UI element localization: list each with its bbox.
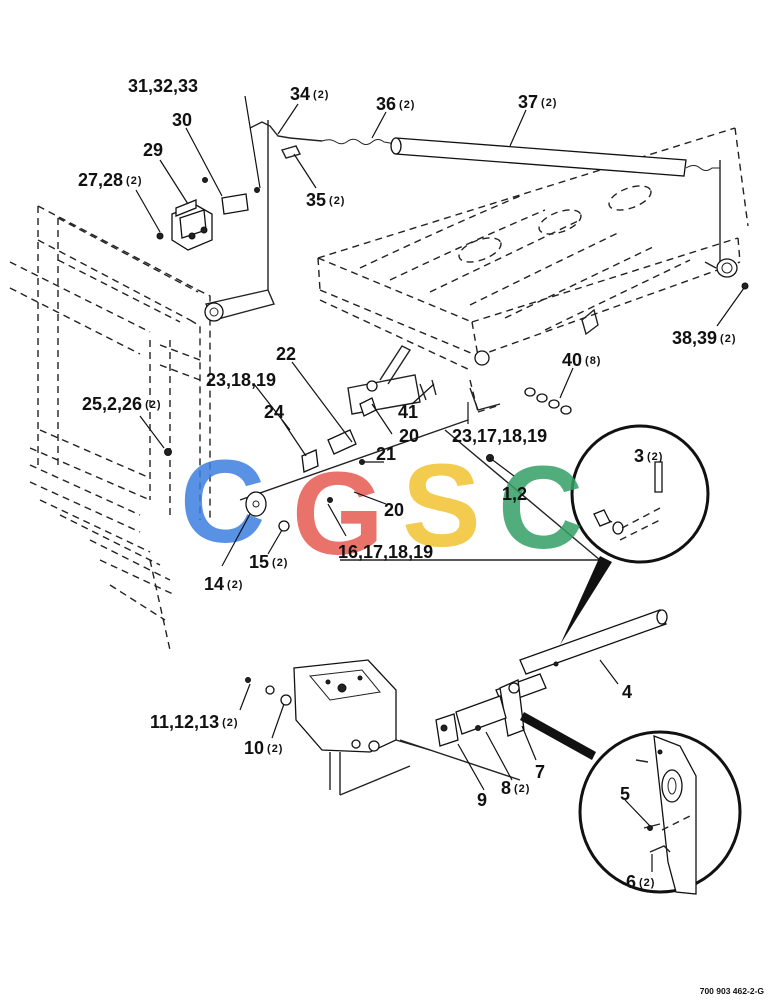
callout-item-numbers: 9 (477, 790, 487, 810)
callout-item-numbers: 15 (249, 552, 269, 572)
callout-quantity: (2) (227, 579, 243, 591)
callout-c12: 1,2 (502, 484, 527, 504)
callout-c22: 22 (276, 344, 296, 364)
callout-quantity: (2) (272, 557, 288, 569)
callout-quantity: (8) (585, 355, 601, 367)
callout-c7: 7 (535, 762, 545, 782)
callout-c34: 34(2) (290, 84, 329, 104)
leader-lines (135, 95, 745, 872)
callout-item-numbers: 23,18,19 (206, 370, 276, 390)
shaft-assembly (399, 609, 668, 781)
callout-quantity: (2) (639, 877, 655, 889)
callout-c9: 9 (477, 790, 487, 810)
callout-quantity: (2) (399, 99, 415, 111)
callout-item-numbers: 40 (562, 350, 582, 370)
callout-c11: 11,12,13(2) (150, 712, 239, 732)
watermark-letter-c2: C (498, 442, 583, 574)
watermark-letter-s: S (402, 440, 481, 572)
watermark-letter-g: G (292, 448, 384, 580)
callout-item-numbers: 37 (518, 92, 538, 112)
callout-item-numbers: 41 (398, 402, 418, 422)
callout-item-numbers: 27,28 (78, 170, 123, 190)
center-hardware (164, 345, 601, 561)
callout-item-numbers: 6 (626, 872, 636, 892)
callout-c30: 30 (172, 110, 192, 130)
callout-c10: 10(2) (244, 738, 283, 758)
callout-c15: 15(2) (249, 552, 288, 572)
callout-quantity: (2) (541, 97, 557, 109)
left-frame (9, 120, 275, 651)
callout-item-numbers: 38,39 (672, 328, 717, 348)
callout-c14: 14(2) (204, 574, 243, 594)
callout-c8: 8(2) (501, 778, 530, 798)
callout-c36: 36(2) (376, 94, 415, 114)
callout-c21: 21 (376, 444, 396, 464)
callout-c5: 5 (620, 784, 630, 804)
callout-item-numbers: 1,2 (502, 484, 527, 504)
callout-c31: 31,32,33 (128, 76, 198, 96)
callout-item-numbers: 21 (376, 444, 396, 464)
callout-c16: 16,17,18,19 (338, 542, 433, 562)
callout-c29: 29 (143, 140, 163, 160)
callout-quantity: (2) (514, 783, 530, 795)
callout-item-numbers: 25,2,26 (82, 394, 142, 414)
callout-quantity: (2) (720, 333, 736, 345)
callout-item-numbers: 30 (172, 110, 192, 130)
callout-item-numbers: 16,17,18,19 (338, 542, 433, 562)
callout-c40: 40(8) (562, 350, 601, 370)
callout-item-numbers: 11,12,13 (150, 712, 219, 732)
callout-c20b: 20 (384, 500, 404, 520)
callout-item-numbers: 8 (501, 778, 511, 798)
callout-c24: 24 (264, 402, 284, 422)
conveyor-frame (317, 127, 749, 413)
callout-item-numbers: 34 (290, 84, 310, 104)
watermark: C G S C (180, 436, 583, 580)
callout-c23b: 23,17,18,19 (452, 426, 547, 446)
callout-item-numbers: 31,32,33 (128, 76, 198, 96)
callout-quantity: (2) (222, 717, 238, 729)
callout-item-numbers: 10 (244, 738, 264, 758)
detail-circle-lower (520, 712, 742, 895)
callout-c6: 6(2) (626, 872, 655, 892)
callout-quantity: (2) (145, 399, 161, 411)
callout-item-numbers: 35 (306, 190, 326, 210)
cable-assembly (249, 121, 720, 177)
callout-item-numbers: 22 (276, 344, 296, 364)
watermark-letter-c1: C (180, 436, 265, 568)
callout-quantity: (2) (126, 175, 142, 187)
mount-bracket (156, 177, 260, 251)
callout-item-numbers: 23,17,18,19 (452, 426, 547, 446)
callout-item-numbers: 3 (634, 446, 644, 466)
callout-c23a: 23,18,19 (206, 370, 276, 390)
callout-item-numbers: 7 (535, 762, 545, 782)
callout-item-numbers: 20 (384, 500, 404, 520)
callout-quantity: (2) (647, 451, 663, 463)
callout-item-numbers: 14 (204, 574, 224, 594)
callout-c25: 25,2,26(2) (82, 394, 162, 414)
callout-item-numbers: 4 (622, 682, 632, 702)
callout-quantity: (2) (267, 743, 283, 755)
detail-circle-upper (560, 424, 710, 645)
callout-c4: 4 (622, 682, 632, 702)
callout-quantity: (2) (313, 89, 329, 101)
callout-item-numbers: 5 (620, 784, 630, 804)
callout-c35: 35(2) (306, 190, 345, 210)
callout-c20a: 20 (399, 426, 419, 446)
callout-c41: 41 (398, 402, 418, 422)
callout-c38: 38,39(2) (672, 328, 737, 348)
callout-c3: 3(2) (634, 446, 663, 466)
callout-item-numbers: 29 (143, 140, 163, 160)
drawing-number: 700 903 462-2-G (700, 986, 765, 996)
callout-item-numbers: 36 (376, 94, 396, 114)
callout-quantity: (2) (329, 195, 345, 207)
callout-item-numbers: 24 (264, 402, 284, 422)
callout-c37: 37(2) (518, 92, 557, 112)
callout-item-numbers: 20 (399, 426, 419, 446)
lower-bracket (245, 659, 431, 796)
callout-c27: 27,28(2) (78, 170, 143, 190)
